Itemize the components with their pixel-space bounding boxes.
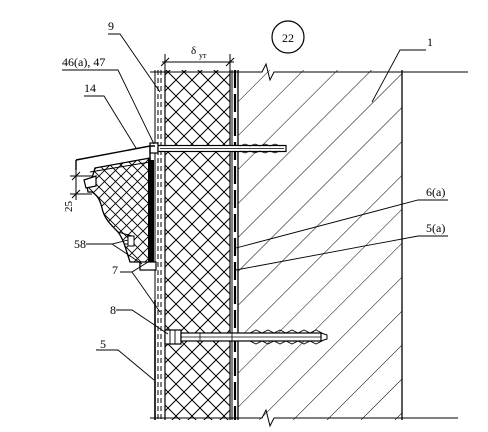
lower-anchor [164, 329, 328, 345]
label-14: 14 [84, 81, 96, 95]
dimension-25 [70, 170, 92, 200]
leader-lines [62, 33, 448, 381]
insulation-layer [164, 70, 231, 420]
label-5: 5 [100, 337, 106, 351]
dimension-subscript: ут [199, 51, 207, 60]
sheet-number-badge: 22 [271, 20, 305, 54]
dimension-thickness [160, 54, 235, 74]
cap-flashing [75, 145, 155, 170]
break-line-bottom [150, 408, 458, 428]
sheet-number: 22 [282, 31, 294, 45]
label-58: 58 [74, 237, 86, 251]
label-9: 9 [108, 19, 114, 33]
plaster-layers [154, 70, 162, 420]
label-25: 25 [63, 201, 75, 213]
label-46a-47: 46(a), 47 [62, 55, 105, 69]
base-wall [237, 70, 403, 420]
dimension-symbol: δ [191, 45, 196, 57]
label-1: 1 [427, 35, 433, 49]
label-8: 8 [110, 303, 116, 317]
adhesive-layer [231, 70, 237, 420]
label-6a: 6(a) [426, 185, 445, 199]
upper-anchor [149, 142, 287, 154]
label-7: 7 [112, 263, 118, 277]
cornice-profile [83, 157, 151, 269]
label-5a: 5(a) [426, 221, 445, 235]
break-line-top [150, 62, 468, 82]
